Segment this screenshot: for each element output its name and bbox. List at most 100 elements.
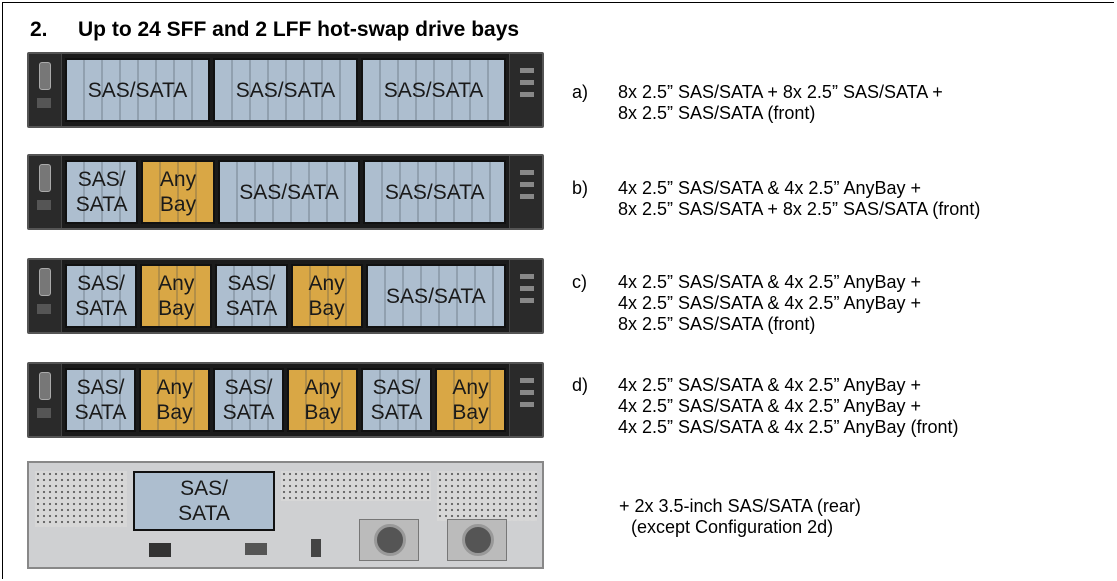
usb-port-icon (520, 80, 534, 85)
left-rack-ear (29, 54, 62, 126)
rear-line: (except Configuration 2d) (631, 517, 834, 537)
vent-mesh (281, 471, 431, 501)
vga-port-icon (245, 543, 267, 555)
bay-label: Bay (304, 401, 341, 424)
bay-label: SATA (178, 502, 230, 525)
config-line: 4x 2.5” SAS/SATA & 4x 2.5” AnyBay (front… (618, 417, 959, 437)
bay-group-sas-sata: SAS/SATA (213, 58, 358, 122)
bay-label: SAS/SATA (235, 78, 336, 102)
usb-port-icon (520, 274, 534, 279)
bay-group-sas-sata: SAS/SATA (65, 160, 139, 224)
bay-group-sas-sata: SAS/SATA (217, 160, 361, 224)
config-line: 8x 2.5” SAS/SATA + 8x 2.5” SAS/SATA + (618, 82, 943, 102)
bay-label: Bay (452, 401, 489, 424)
bay-label: SATA (75, 297, 127, 320)
bay-label: Any (156, 376, 193, 399)
usb-port-icon (520, 170, 534, 175)
usb-port-icon (520, 92, 534, 97)
bay-label: Any (304, 376, 341, 399)
bay-label: SAS/SATA (386, 284, 486, 308)
vga-port-icon (39, 372, 51, 400)
config-letter: b) (572, 178, 589, 198)
right-rack-ear (509, 54, 542, 126)
usb-port-icon (520, 194, 534, 199)
bay-label: Any (158, 272, 195, 295)
config-letter: c) (572, 272, 587, 292)
bay-label: SAS/ (227, 272, 276, 295)
fan-icon (462, 524, 494, 556)
bay-group-sas-sata: SAS/SATA (361, 58, 506, 122)
right-rack-ear (509, 260, 542, 332)
bay-label: SAS/SATA (384, 180, 485, 204)
usb-port-icon (311, 539, 321, 557)
bay-label: Bay (308, 297, 345, 320)
right-rack-ear (509, 364, 542, 436)
bay-label: Bay (156, 401, 193, 424)
left-rack-ear (29, 156, 62, 228)
section-title: Up to 24 SFF and 2 LFF hot-swap drive ba… (78, 18, 520, 41)
bay-label: SAS/ (372, 376, 421, 399)
bay-label: Bay (158, 297, 195, 320)
power-supply-2 (447, 519, 507, 561)
fan-icon (374, 524, 406, 556)
bay-group-sas-sata: SAS/SATA (65, 58, 210, 122)
bay-label: SAS/ (77, 168, 126, 191)
vga-port-icon (39, 62, 51, 90)
vent-mesh (35, 471, 127, 527)
bay-label: SAS/ (180, 477, 228, 500)
config-letter: d) (572, 375, 589, 395)
usb-port-icon (520, 402, 534, 407)
config-line: 4x 2.5” SAS/SATA & 4x 2.5” AnyBay + (618, 272, 921, 292)
bay-label: Any (452, 376, 489, 399)
usb-port-icon (520, 378, 534, 383)
bay-label: SATA (225, 297, 278, 320)
bay-label: SATA (75, 193, 128, 216)
config-line: 8x 2.5” SAS/SATA + 8x 2.5” SAS/SATA (fro… (618, 199, 981, 219)
usb-port-icon (520, 68, 534, 73)
config-letter: a) (572, 82, 589, 102)
vent-mesh (437, 471, 537, 521)
bay-group-sas-sata: SAS/SATA (65, 264, 138, 328)
bay-label: SAS/SATA (239, 180, 339, 204)
vga-port-icon (39, 268, 51, 296)
bay-label: SAS/ (77, 272, 126, 295)
ethernet-port-icon (149, 543, 171, 557)
power-supply-1 (359, 519, 419, 561)
usb-port-icon (520, 298, 534, 303)
config-line: 4x 2.5” SAS/SATA & 4x 2.5” AnyBay + (618, 293, 921, 313)
section-heading: 2. Up to 24 SFF and 2 LFF hot-swap drive … (30, 18, 519, 42)
usb-port-icon (520, 286, 534, 291)
vga-port-icon (39, 164, 51, 192)
bay-group-sas-sata: SAS/SATA (365, 264, 507, 328)
power-button-icon (37, 304, 51, 314)
server-rear-view: SAS/SATA (27, 461, 544, 569)
power-button-icon (37, 200, 51, 210)
rear-line: + 2x 3.5-inch SAS/SATA (rear) (619, 496, 861, 516)
bay-label: SAS/ (224, 376, 273, 399)
bay-label: Any (308, 272, 345, 295)
config-line: 4x 2.5” SAS/SATA & 4x 2.5” AnyBay + (618, 396, 921, 416)
bay-label: SATA (370, 401, 423, 424)
config-line: 4x 2.5” SAS/SATA & 4x 2.5” AnyBay + (618, 375, 921, 395)
bay-label: SAS/SATA (87, 78, 188, 102)
rear-drive-bay-sas-sata: SAS/SATA (133, 471, 275, 531)
left-rack-ear (29, 364, 62, 436)
section-number: 2. (30, 18, 48, 41)
server-front-config-a: SAS/SATA SAS/SATA SAS/SATA (27, 52, 544, 128)
bay-group-sas-sata: SAS/SATA (363, 160, 506, 224)
bay-label: SAS/ (76, 376, 125, 399)
bay-group-sas-sata: SAS/SATA (213, 368, 284, 432)
bay-group-sas-sata: SAS/SATA (215, 264, 288, 328)
drive-bays: SAS/SATA SAS/SATA SAS/SATA (65, 58, 506, 122)
bay-label: Bay (159, 193, 197, 216)
